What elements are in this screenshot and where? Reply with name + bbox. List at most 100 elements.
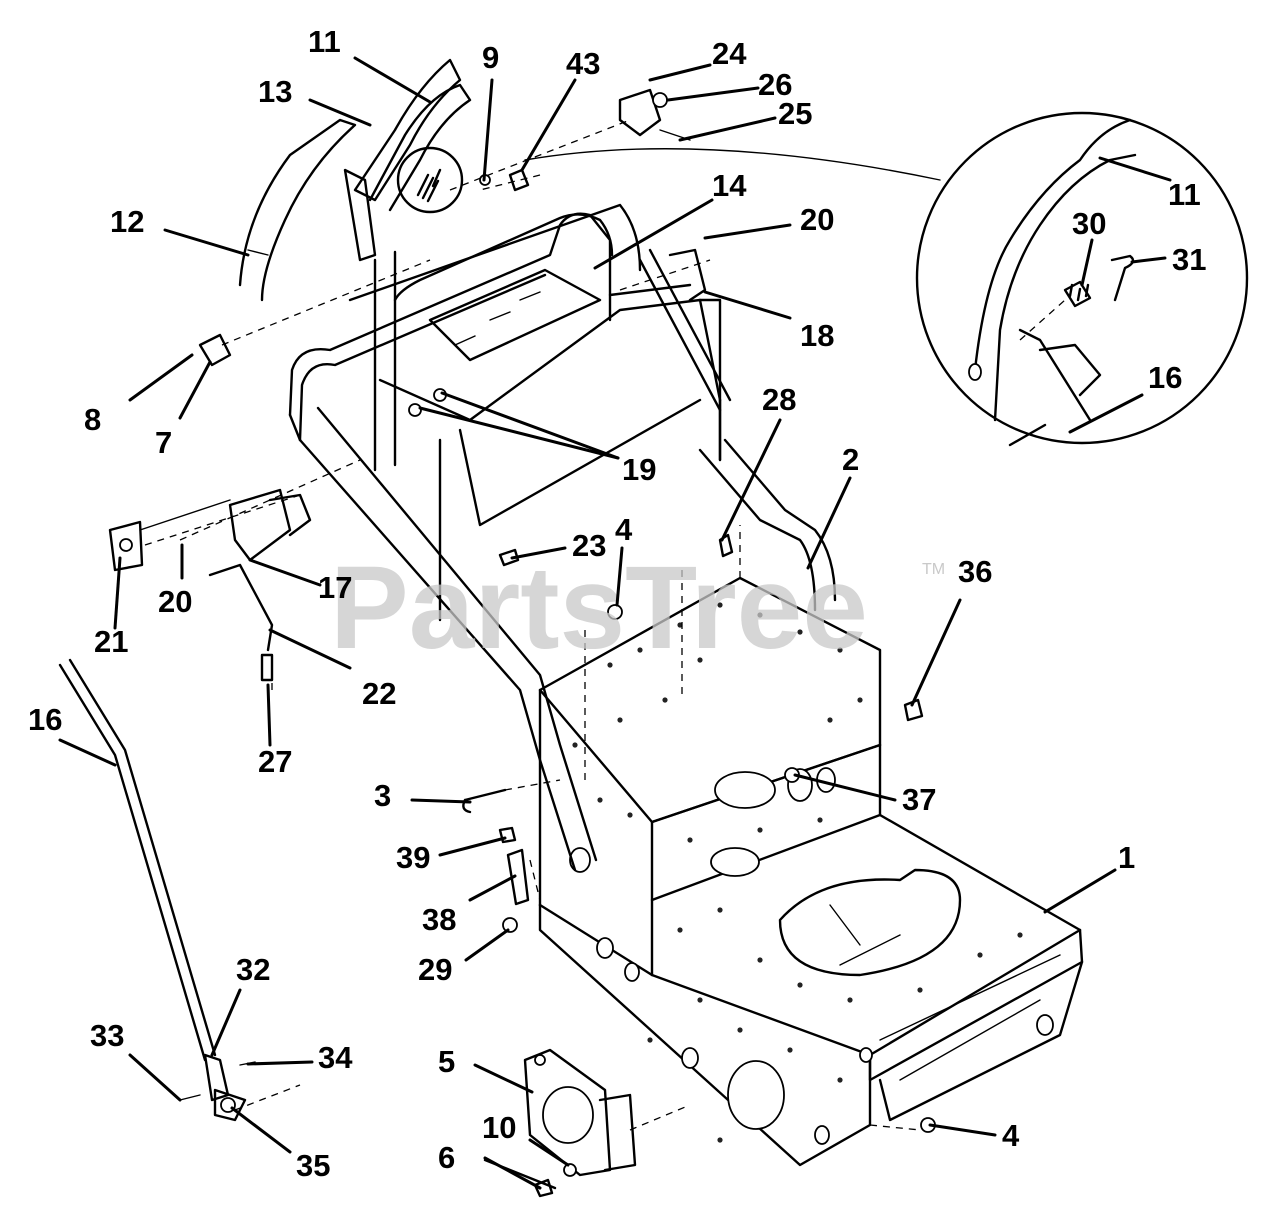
detail-inset <box>915 111 1249 447</box>
callout-9: 9 <box>482 40 499 75</box>
leader-26 <box>666 86 760 102</box>
watermark-trademark: TM <box>922 561 945 578</box>
callout-34: 34 <box>318 1040 353 1075</box>
callout-19: 19 <box>622 452 656 487</box>
callout-16-inset: 16 <box>1148 360 1182 395</box>
callout-3: 3 <box>374 778 391 813</box>
callout-18: 18 <box>800 318 834 353</box>
leader-23 <box>510 546 567 560</box>
leader-19b <box>440 391 620 460</box>
callout-32: 32 <box>236 952 270 987</box>
callout-30: 30 <box>1072 206 1106 241</box>
callout-26: 26 <box>758 67 792 102</box>
callout-36: 36 <box>958 554 992 589</box>
callout-35: 35 <box>296 1148 330 1183</box>
leader-5 <box>473 1063 534 1094</box>
callout-14: 14 <box>712 168 747 203</box>
handle-assembly <box>288 203 837 872</box>
callout-16: 16 <box>28 702 62 737</box>
callout-24: 24 <box>712 36 747 71</box>
callout-5: 5 <box>438 1044 455 1079</box>
callout-11: 11 <box>308 24 341 59</box>
callout-27: 27 <box>258 744 292 779</box>
callout-43: 43 <box>566 46 600 81</box>
parts-artwork <box>58 58 1249 1198</box>
leader-43 <box>520 78 577 172</box>
callout-8: 8 <box>84 402 101 437</box>
callout-28: 28 <box>762 382 796 417</box>
leader-30 <box>1080 238 1094 287</box>
callout-25: 25 <box>778 96 812 131</box>
callout-39: 39 <box>396 840 430 875</box>
mounting-plate <box>483 1048 637 1198</box>
leader-17 <box>248 558 322 587</box>
leader-4b <box>928 1123 997 1137</box>
callout-22: 22 <box>362 676 396 711</box>
watermark: PartsTree TM <box>330 542 945 674</box>
callout-6: 6 <box>438 1140 455 1175</box>
leader-7 <box>178 360 212 420</box>
leader-32 <box>210 988 242 1057</box>
callout-11-inset: 11 <box>1168 177 1201 212</box>
leader-20a <box>703 223 792 240</box>
callout-4-bottom: 4 <box>1002 1118 1020 1153</box>
callout-13: 13 <box>258 74 292 109</box>
leader-16a <box>1068 393 1144 434</box>
leader-8 <box>128 353 194 402</box>
leader-2 <box>806 476 852 570</box>
callout-labels: 11 13 9 43 24 26 25 12 14 20 18 8 7 19 2… <box>28 24 1206 1183</box>
callout-4: 4 <box>615 512 633 547</box>
leader-24 <box>648 63 712 82</box>
hardware-parts <box>108 88 936 1133</box>
leader-10 <box>528 1138 570 1167</box>
leader-9 <box>482 78 494 182</box>
leader-lines <box>58 56 1172 1190</box>
leader-22 <box>268 628 352 670</box>
leader-36 <box>910 598 962 707</box>
leader-18 <box>703 290 792 320</box>
callout-33: 33 <box>90 1018 124 1053</box>
leader-34 <box>246 1060 314 1066</box>
leader-16b <box>58 738 117 767</box>
leader-3 <box>410 798 472 804</box>
grip-handles <box>343 58 472 262</box>
leader-38 <box>468 874 517 902</box>
callout-17: 17 <box>318 570 352 605</box>
callout-23: 23 <box>572 528 606 563</box>
assembly-lines <box>144 119 1066 1131</box>
leader-13 <box>308 98 372 127</box>
control-bail <box>238 118 357 302</box>
callout-37: 37 <box>902 782 936 817</box>
callout-10: 10 <box>482 1110 516 1145</box>
leader-31 <box>1130 256 1167 264</box>
callout-12: 12 <box>110 204 144 239</box>
leader-35 <box>230 1106 292 1154</box>
leader-37 <box>793 773 897 802</box>
leader-28 <box>720 418 782 542</box>
watermark-text: PartsTree <box>330 542 868 674</box>
leader-19a <box>418 406 620 460</box>
leader-39 <box>438 836 507 857</box>
callout-20: 20 <box>800 202 834 237</box>
leader-4a <box>615 546 624 607</box>
spring-detail <box>396 146 464 214</box>
leader-33 <box>128 1053 182 1102</box>
callout-31: 31 <box>1172 242 1206 277</box>
leader-12 <box>163 228 250 257</box>
callout-1: 1 <box>1118 840 1135 875</box>
leader-14 <box>593 198 714 270</box>
leader-25 <box>678 116 777 142</box>
callout-29: 29 <box>418 952 452 987</box>
callout-2: 2 <box>842 442 859 477</box>
leader-6 <box>483 1156 542 1190</box>
callout-38: 38 <box>422 902 456 937</box>
leader-11b <box>1098 156 1172 182</box>
callout-20-left: 20 <box>158 584 192 619</box>
leader-29 <box>464 928 510 962</box>
leader-27 <box>266 683 272 747</box>
leader-11a <box>353 56 432 104</box>
callout-7: 7 <box>155 425 172 460</box>
callout-21: 21 <box>94 624 128 659</box>
leader-21 <box>113 556 122 630</box>
